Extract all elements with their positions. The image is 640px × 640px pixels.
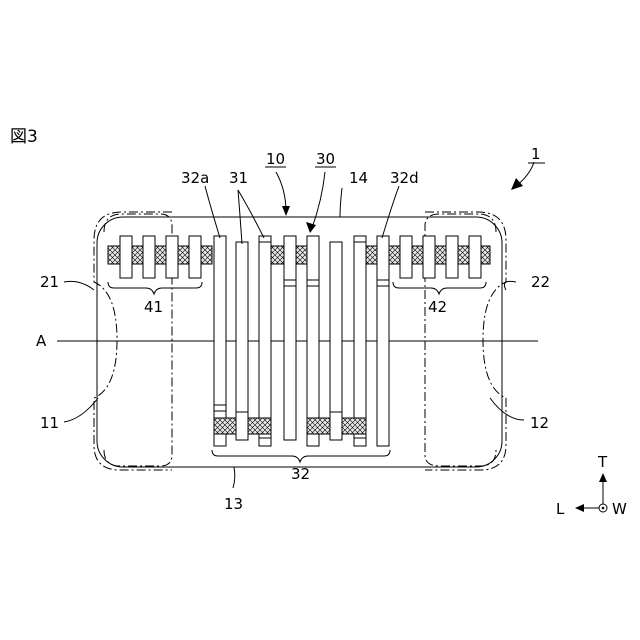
axis-label-w: W	[612, 500, 627, 518]
label-1: 1	[531, 145, 541, 163]
label-12: 12	[530, 414, 549, 432]
label-13: 13	[224, 495, 243, 513]
arrow-10	[276, 172, 290, 216]
figure-label: 図3	[10, 127, 38, 147]
axis-label-l: L	[556, 500, 565, 518]
label-22: 22	[531, 273, 550, 291]
label-11: 11	[40, 414, 59, 432]
direction-indicator	[575, 473, 607, 512]
arrow-30	[306, 172, 325, 233]
label-30: 30	[316, 150, 335, 168]
arrow-1	[511, 162, 534, 190]
label-21: 21	[40, 273, 59, 291]
label-10: 10	[266, 150, 285, 168]
axis-label-t: T	[597, 453, 608, 471]
brace-42	[393, 282, 486, 294]
label-42: 42	[428, 298, 447, 316]
label-41: 41	[144, 298, 163, 316]
label-32: 32	[291, 465, 310, 483]
brace-32	[212, 450, 390, 462]
region-41-comb	[108, 236, 212, 278]
brace-41	[108, 282, 202, 294]
label-32d: 32d	[390, 169, 419, 187]
section-line-label: A	[36, 332, 47, 350]
label-31: 31	[229, 169, 248, 187]
label-32a: 32a	[181, 169, 209, 187]
label-14: 14	[349, 169, 368, 187]
